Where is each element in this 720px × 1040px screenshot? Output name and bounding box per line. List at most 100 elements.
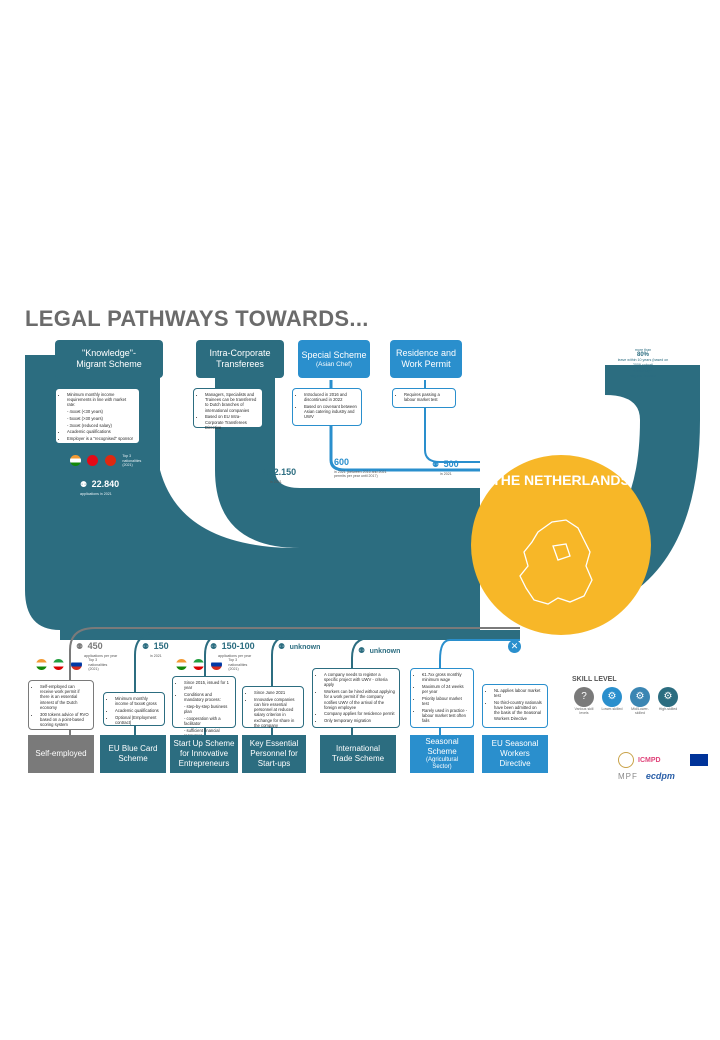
info-item: Self-employed can receive work permit if…	[40, 684, 89, 710]
info-residence: Requires passing a labour market test	[392, 388, 456, 408]
iran-flag-icon	[193, 659, 205, 671]
person-icon: ⚉	[278, 642, 286, 651]
footer-startup: Start Up Scheme for Innovative Entrepren…	[170, 735, 238, 773]
retention-prefix: more than	[634, 348, 652, 352]
india-flag-icon	[70, 455, 81, 467]
top-nationalities: Top 3 nationalities (2021)	[70, 452, 150, 470]
blue-card-stat-value: 150	[153, 641, 169, 651]
special-stat-note: in 2021 (between 2016 and 2021 permits p…	[334, 470, 387, 479]
self-employed-stat: ⚉ 450 applications per year	[76, 636, 117, 658]
info-item: Requires passing a labour market test	[404, 392, 451, 402]
header-residence-label: Residence and Work Permit	[395, 348, 457, 369]
skill-lower-label: Lower-skilled	[601, 707, 623, 711]
skill-level-legend: SKILL LEVEL ? Various skill levels ⚙ Low…	[572, 676, 692, 716]
ict-stat-note: in 2021	[270, 480, 282, 484]
info-item: - step-by-step business plan	[184, 703, 228, 715]
header-ict: Intra-Corporate Transferees	[196, 340, 284, 378]
info-item: Rarely used in practice - labour market …	[422, 708, 469, 724]
icmpd-logo: ICMPD	[638, 756, 661, 764]
ecdpm-logo: ecdpm	[645, 771, 675, 781]
branch-startup	[204, 633, 520, 740]
startup-stat: ⚉ 150-100 applications per year	[210, 636, 255, 658]
info-item: 300 tokens advice of RVO based on a poin…	[40, 712, 89, 728]
info-item: - cooperation with a facilitator	[184, 715, 221, 726]
branch-seasonal	[439, 639, 520, 740]
top-nationalities-note: Top 3 nationalities (2021)	[122, 454, 142, 467]
india-flag-icon	[176, 659, 187, 671]
branch-self	[69, 627, 520, 740]
ict-stat-value: 2.150	[273, 467, 297, 477]
knowledge-stat-value: 22.840	[91, 479, 120, 489]
residence-stat-note: in 2021	[440, 472, 452, 476]
header-ict-label: Intra-Corporate Transferees	[209, 348, 271, 369]
chef-line	[329, 380, 480, 472]
footer-self-employed-label: Self-employed	[35, 749, 87, 758]
info-trade: A company needs to register a specific p…	[312, 668, 400, 728]
info-item: Optional (Employment contract)	[115, 715, 160, 725]
mpf-logo: MPF	[618, 771, 638, 781]
blue-card-stat: ⚉ 150 in 2021	[142, 636, 169, 658]
skill-high-label: High-skilled	[658, 707, 678, 711]
special-stat-value: 600	[334, 457, 350, 467]
footer-seasonal-label: Seasonal Scheme	[425, 736, 459, 756]
page-title: LEGAL PATHWAYS TOWARDS...	[25, 306, 369, 331]
china-flag-icon	[104, 455, 116, 467]
person-icon: ⚉	[80, 480, 88, 489]
trade-stat: ⚉ unknown	[358, 640, 400, 658]
info-item: Managers, Specialists and Trainees can b…	[205, 392, 258, 413]
iran-flag-icon	[53, 659, 65, 671]
footer-seasonal-sub: (Agricultural Sector)	[425, 756, 458, 771]
key-personnel-stat-value: unknown	[289, 644, 321, 651]
self-employed-nationalities: Top 3 nationalities (2021)	[36, 656, 112, 674]
startup-nationalities-note: Top 3 nationalities (2021)	[228, 658, 248, 671]
startup-nationalities: Top 3 nationalities (2021)	[176, 656, 252, 674]
person-icon: ⚉	[210, 642, 218, 651]
footer-startup-label: Start Up Scheme for Innovative Entrepren…	[173, 739, 235, 768]
info-item: Only temporary migration	[324, 718, 395, 723]
info-item: Since 2015, issued for 1 year	[184, 680, 231, 690]
person-icon: ⚉	[76, 642, 84, 651]
footer-eu-seasonal: EU Seasonal Workers Directive	[482, 735, 548, 773]
russia-flag-icon	[210, 659, 222, 671]
info-item: Minimum monthly income of 5xxx€ gross	[115, 696, 160, 706]
destination-title: THE NETHERLANDS	[492, 472, 630, 488]
retention-note: more than 80% leave within 10 years (bas…	[614, 348, 672, 378]
info-item: Minimum monthly income requirements in l…	[67, 392, 135, 408]
skill-mid: ⚙ Mid/Lower-skilled	[628, 687, 652, 716]
skill-high-icon: ⚙	[658, 687, 678, 707]
info-startup: Since 2015, issued for 1 year Conditions…	[172, 676, 236, 738]
india-flag-icon	[36, 659, 47, 671]
skill-lower-icon: ⚙	[602, 687, 622, 707]
question-icon: ?	[574, 687, 594, 707]
skill-level-title: SKILL LEVEL	[572, 676, 617, 683]
info-item: Introduced in 2016 and discontinued in 2…	[304, 392, 357, 402]
person-icon: ⚉	[262, 468, 270, 477]
info-special: Introduced in 2016 and discontinued in 2…	[292, 388, 362, 426]
russia-flag-icon	[70, 659, 82, 671]
info-item: Innovative companies can hire essential …	[254, 697, 299, 728]
info-item: Priority labour market test	[422, 696, 469, 706]
knowledge-stat-note: applications in 2021	[80, 492, 112, 496]
footer-seasonal: Seasonal Scheme (Agricultural Sector)	[410, 735, 474, 773]
info-item: €1.7xx gross monthly minimum wage	[422, 672, 469, 682]
branch-trade	[351, 637, 520, 740]
residence-line	[424, 380, 480, 463]
person-icon: ⚉	[142, 642, 150, 651]
skill-mid-icon: ⚙	[630, 687, 650, 707]
residence-stat-value: 500	[443, 459, 459, 469]
skill-high: ⚙ High-skilled	[656, 687, 680, 716]
info-blue-card: Minimum monthly income of 5xxx€ gross Ac…	[103, 692, 165, 726]
info-item: - 3xxx€ (reduced salary)	[67, 422, 112, 428]
retention-value: 80%	[636, 352, 649, 359]
info-item: A company needs to register a specific p…	[324, 672, 395, 688]
info-item: Conditions and mandatory process:	[184, 692, 231, 702]
header-special-scheme: Special Scheme (Asian Chef)	[298, 340, 370, 378]
skill-various-label: Various skill levels	[574, 707, 594, 716]
netherlands-map	[519, 519, 593, 605]
info-item: Based on covenant between Asian catering…	[304, 404, 357, 420]
turkey-flag-icon	[87, 455, 99, 467]
skill-various: ? Various skill levels	[572, 687, 596, 716]
person-icon: ⚉	[432, 460, 440, 469]
info-ict: Managers, Specialists and Trainees can b…	[193, 388, 263, 430]
